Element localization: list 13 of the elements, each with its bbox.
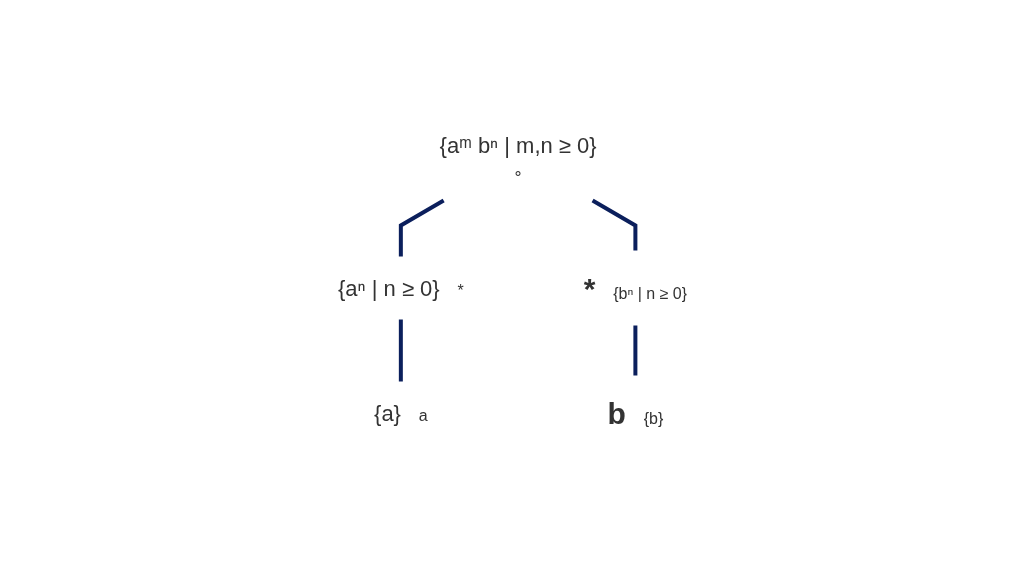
node-text: b (607, 396, 627, 429)
connector (399, 319, 404, 381)
node-text: a (419, 406, 429, 423)
connector (592, 198, 638, 250)
connector (633, 325, 638, 375)
node-text: ∘ (513, 164, 524, 181)
node-text: * (457, 281, 465, 298)
node-label: {aᵐ bⁿ | m,n ≥ 0} (440, 132, 598, 157)
node-text: * (584, 271, 596, 304)
node-label: {b} (644, 409, 664, 426)
node-label: {aⁿ | n ≥ 0} (338, 275, 441, 300)
node-label: {a} (374, 400, 402, 425)
node-label: {bⁿ | n ≥ 0} (613, 284, 688, 301)
